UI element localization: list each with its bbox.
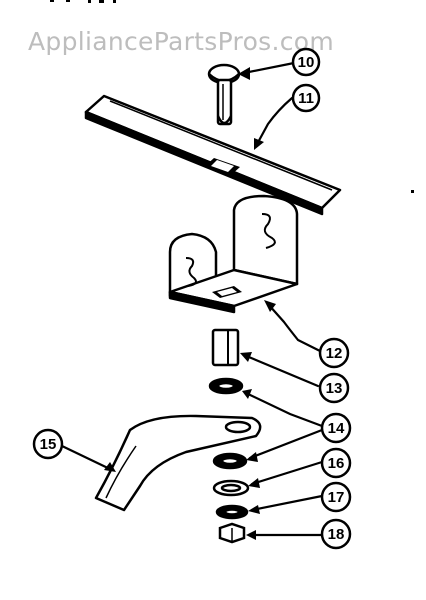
callout-label-18: 18 xyxy=(328,526,345,543)
part-11-plate xyxy=(84,94,342,216)
leader-15 xyxy=(60,444,114,472)
scan-artifacts xyxy=(50,0,414,193)
callout-label-11: 11 xyxy=(298,90,314,107)
callout-18: 18 xyxy=(320,518,352,550)
callout-label-13: 13 xyxy=(326,380,343,397)
part-17-washer xyxy=(215,504,249,520)
callout-10: 10 xyxy=(291,47,321,77)
callout-label-14: 14 xyxy=(328,420,345,437)
leader-17 xyxy=(250,494,324,512)
part-18-nut xyxy=(218,522,246,544)
callout-label-16: 16 xyxy=(328,455,345,472)
leader-11 xyxy=(254,96,294,148)
callout-14: 14 xyxy=(320,412,352,444)
leader-13 xyxy=(242,353,320,388)
leader-16 xyxy=(250,460,324,486)
callout-17: 17 xyxy=(320,481,352,513)
part-16-washer xyxy=(212,479,250,497)
part-13-block xyxy=(211,328,240,367)
leader-14-upper xyxy=(244,391,324,428)
part-15-arm xyxy=(94,414,262,512)
watermark-text: AppliancePartsPros.com xyxy=(28,27,334,56)
callout-16: 16 xyxy=(320,447,352,479)
part-10-bolt xyxy=(207,63,241,126)
callout-label-17: 17 xyxy=(328,489,345,506)
callout-label-12: 12 xyxy=(326,345,343,362)
callout-11: 11 xyxy=(291,83,321,113)
callout-12: 12 xyxy=(318,337,350,369)
part-14-washer-upper xyxy=(208,377,244,395)
callout-label-10: 10 xyxy=(298,54,315,71)
callout-13: 13 xyxy=(318,372,350,404)
leader-lines xyxy=(60,61,324,537)
leader-12 xyxy=(266,302,324,354)
leader-14-lower xyxy=(248,428,324,460)
part-12-bracket xyxy=(168,194,299,314)
leader-10 xyxy=(242,61,296,75)
callout-label-15: 15 xyxy=(40,436,57,453)
callout-15: 15 xyxy=(32,428,64,460)
arrow-heads xyxy=(104,67,276,540)
part-14-washer-lower xyxy=(212,452,248,470)
